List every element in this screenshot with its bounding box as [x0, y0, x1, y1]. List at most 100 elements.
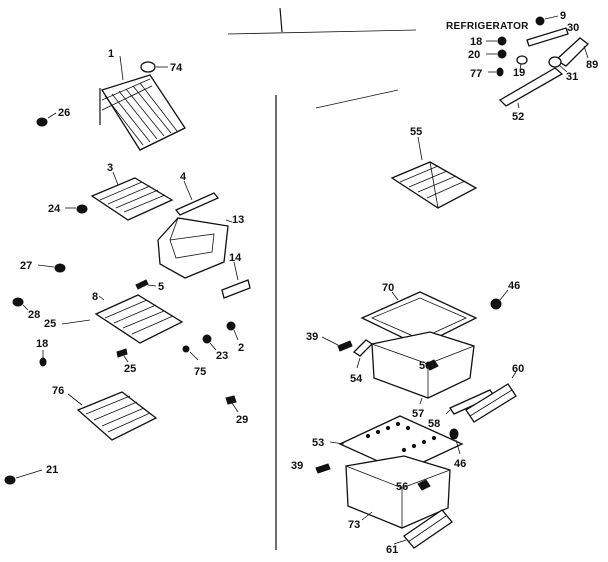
part-89-cam — [554, 37, 589, 67]
part-39-clip — [337, 340, 353, 352]
part-70-crisper-cover — [360, 291, 478, 347]
part-18-screw-right — [497, 36, 507, 46]
part-76-shelf — [76, 391, 158, 441]
leader-3 — [112, 171, 119, 186]
part-27-knob — [54, 263, 66, 273]
callout-57: 57 — [412, 408, 424, 420]
leader-28 — [22, 304, 29, 311]
part-73-crisper-bin — [345, 455, 451, 529]
leader-19 — [519, 63, 522, 71]
callout-2: 2 — [238, 342, 244, 354]
callout-21: 21 — [46, 464, 58, 476]
leader-52 — [517, 102, 520, 109]
callout-56b: 56 — [396, 481, 408, 493]
leader-2 — [233, 329, 239, 341]
part-30-bar — [526, 27, 569, 47]
top-separator-line — [227, 29, 417, 35]
part-46-plug-lower — [449, 428, 459, 440]
leader-46b — [455, 439, 461, 455]
leader-53 — [329, 441, 345, 445]
part-9-cap — [535, 16, 545, 26]
callout-58: 58 — [428, 418, 440, 430]
callout-30: 30 — [567, 22, 579, 34]
callout-14: 14 — [229, 252, 242, 264]
callout-76: 76 — [52, 385, 64, 397]
part-61-handle — [403, 509, 453, 549]
part-4-trim-bar — [174, 192, 220, 216]
part-21-screw — [4, 475, 16, 485]
part-1-wire-rack — [99, 74, 186, 151]
top-divider-tick — [279, 7, 283, 33]
callout-4: 4 — [180, 171, 187, 183]
part-14-cover — [221, 279, 251, 299]
leader-89 — [583, 45, 589, 59]
leader-31 — [559, 65, 568, 73]
callout-55: 55 — [410, 126, 422, 138]
callout-26: 26 — [58, 107, 70, 119]
part-2-nut — [226, 321, 236, 331]
leader-13 — [225, 219, 233, 223]
callout-18r: 18 — [470, 36, 482, 48]
part-31-roller — [548, 56, 562, 68]
callout-29: 29 — [236, 414, 248, 426]
hinge-assembly-parts — [496, 16, 589, 107]
callout-1: 1 — [108, 48, 114, 60]
leader-61 — [393, 539, 407, 545]
part-20-washer — [497, 49, 507, 59]
callout-60: 60 — [512, 363, 524, 375]
callout-61: 61 — [386, 544, 398, 556]
callout-31: 31 — [566, 71, 578, 83]
callout-39a: 39 — [306, 331, 318, 343]
part-24-bracket — [76, 204, 88, 214]
callout-89: 89 — [586, 59, 598, 71]
part-5-pin — [135, 279, 149, 290]
callout-46a: 46 — [508, 280, 520, 292]
callout-46b: 46 — [454, 458, 466, 470]
part-29-pin — [225, 395, 237, 405]
callout-73: 73 — [348, 519, 360, 531]
callout-28: 28 — [28, 309, 40, 321]
section-separator-line — [315, 89, 399, 109]
callout-53: 53 — [312, 437, 324, 449]
leader-70 — [391, 291, 399, 301]
leader-57 — [419, 397, 423, 405]
callout-54: 54 — [350, 373, 363, 385]
callout-52: 52 — [512, 111, 524, 123]
callout-70: 70 — [382, 282, 394, 294]
callout-19: 19 — [513, 67, 525, 79]
leader-76 — [67, 393, 83, 406]
leader-25a — [61, 319, 91, 325]
part-18-screw — [39, 357, 47, 367]
part-3-shelf — [90, 177, 174, 221]
part-46-plug — [490, 298, 502, 310]
part-13-bin — [157, 217, 229, 279]
callout-24: 24 — [48, 203, 61, 215]
leader-9 — [544, 15, 559, 20]
callout-56a: 56 — [419, 360, 431, 372]
part-26-screw — [36, 117, 48, 127]
callout-9: 9 — [560, 10, 566, 22]
callout-75: 75 — [194, 366, 206, 378]
leader-1 — [119, 55, 124, 81]
part-25-bracket — [116, 348, 128, 358]
part-77-bolt — [496, 67, 504, 77]
callout-20: 20 — [468, 49, 480, 61]
part-56-latch-lower — [417, 479, 431, 491]
leader-73 — [361, 511, 373, 521]
leader-8 — [98, 295, 105, 301]
part-52-rail — [498, 67, 564, 107]
leader-23 — [209, 342, 217, 351]
part-57-crisper-bin — [371, 331, 475, 399]
callout-39b: 39 — [291, 460, 303, 472]
leader-39a — [321, 336, 339, 346]
leader-26 — [47, 112, 57, 119]
leader-46a — [499, 289, 509, 301]
part-39-clip-lower — [315, 463, 331, 474]
callout-23: 23 — [216, 350, 228, 362]
callout-74: 74 — [170, 62, 183, 74]
refrigerator-title: REFRIGERATOR — [446, 21, 529, 32]
part-56-latch — [425, 359, 439, 371]
leader-5 — [147, 284, 157, 287]
callout-3: 3 — [107, 162, 113, 174]
